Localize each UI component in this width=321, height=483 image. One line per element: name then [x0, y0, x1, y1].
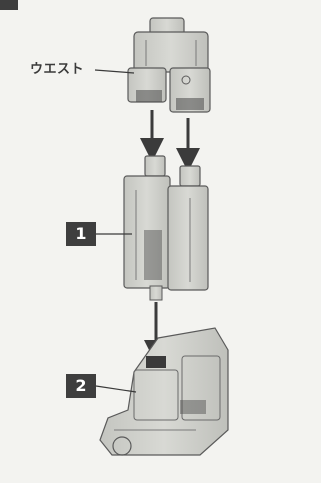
- step-2-leader-line: [96, 386, 136, 392]
- body-part-illustration: [100, 328, 228, 455]
- step-1-badge: 1: [66, 222, 96, 246]
- step-2-badge: 2: [66, 374, 96, 398]
- waist-label: ウエスト: [30, 62, 84, 78]
- step-1-number: 1: [75, 224, 86, 243]
- corner-step-marker: [0, 0, 18, 10]
- waist-part-illustration: [128, 18, 210, 112]
- legs-part-illustration: [124, 156, 208, 300]
- step-2-number: 2: [75, 376, 86, 395]
